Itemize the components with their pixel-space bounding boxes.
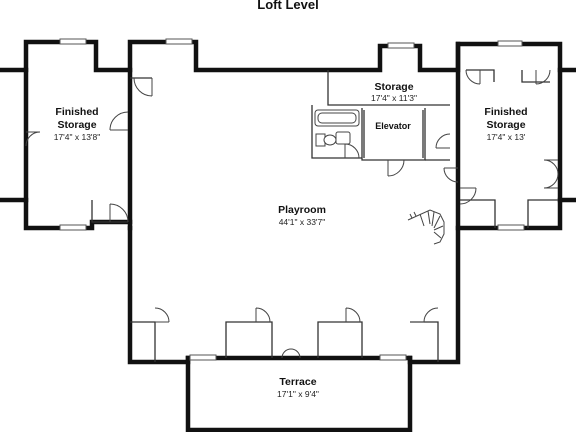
door-swing [535,69,551,85]
door-swing [465,69,481,85]
svg-text:17'4" x 13': 17'4" x 13' [487,132,526,142]
svg-text:Elevator: Elevator [375,121,411,131]
door-swing [345,307,361,323]
window [379,354,407,361]
sink [335,131,351,145]
door-swing [344,143,360,159]
door-swing [255,307,271,323]
door-swing [410,307,439,323]
window [497,40,523,47]
svg-text:Finished: Finished [55,106,98,118]
svg-text:44'1" x 33'7": 44'1" x 33'7" [279,217,326,227]
door-swing [387,159,405,177]
door-swing [25,131,41,147]
svg-text:17'4" x 11'3": 17'4" x 11'3" [371,93,417,103]
window [497,224,525,231]
svg-text:Storage: Storage [57,119,96,131]
label-playroom: Playroom 44'1" x 33'7" [278,204,326,227]
spiral-staircase [407,209,445,245]
window [59,38,87,45]
doors [25,69,559,359]
label-terrace: Terrace 17'1" x 9'4" [277,376,319,399]
door-swing [281,348,301,359]
window [59,224,87,231]
door-swing [443,167,459,183]
door-swing [543,173,559,189]
toilet-bowl [323,134,337,146]
bathtub-basin [317,112,357,124]
svg-text:Finished: Finished [484,106,527,118]
door-swing [154,307,170,323]
label-finished-storage-left: Finished Storage 17'4" x 13'8" [54,106,101,142]
svg-text:Terrace: Terrace [279,376,316,388]
door-swing [459,187,477,205]
door-swing [109,111,129,131]
label-storage: Storage 17'4" x 11'3" [371,81,417,103]
door-swing [543,159,559,175]
window [387,42,415,49]
svg-text:Storage: Storage [374,81,413,93]
door-swing [109,203,129,223]
windows [59,38,525,361]
plan-title: Loft Level [257,0,318,12]
window [165,38,193,45]
svg-text:17'1" x 9'4": 17'1" x 9'4" [277,389,319,399]
exterior-walls [0,39,576,432]
label-finished-storage-right: Finished Storage 17'4" x 13' [484,106,527,142]
door-swing [133,77,153,97]
bathroom-fixtures [314,109,360,147]
interior-walls [91,69,558,362]
svg-text:Storage: Storage [486,119,525,131]
window [189,354,217,361]
label-elevator: Elevator [375,121,411,131]
svg-text:Playroom: Playroom [278,204,326,216]
svg-text:17'4" x 13'8": 17'4" x 13'8" [54,132,101,142]
door-swing [435,133,451,149]
